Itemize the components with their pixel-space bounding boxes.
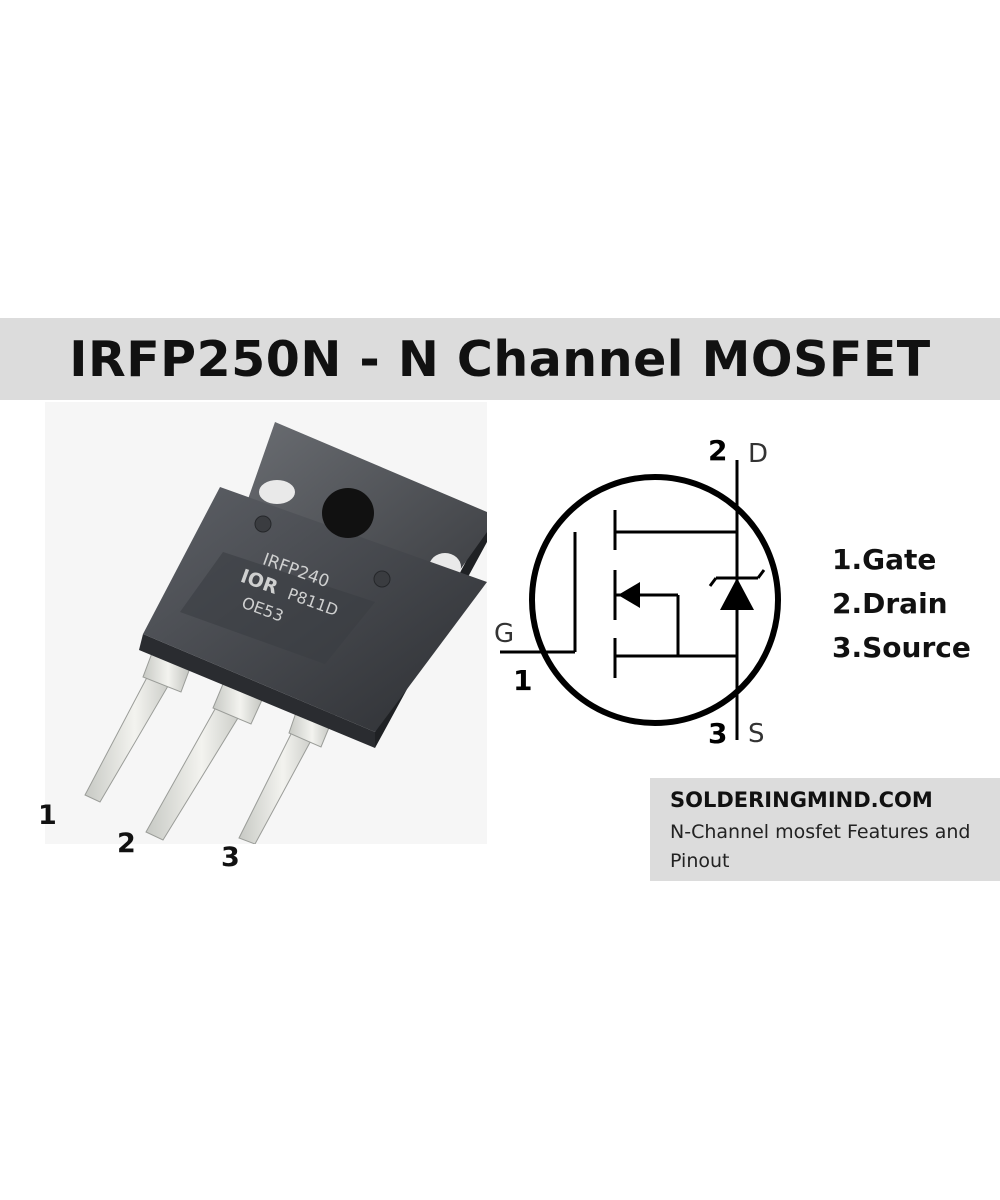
- drain-letter: D: [748, 439, 768, 469]
- page-title: IRFP250N - N Channel MOSFET: [69, 330, 931, 388]
- source-site: SOLDERINGMIND.COM: [670, 788, 933, 812]
- gate-letter: G: [494, 619, 514, 649]
- title-banner: IRFP250N - N Channel MOSFET: [0, 318, 1000, 400]
- channel-arrow: [618, 582, 640, 608]
- source-pin-number: 3: [708, 717, 727, 750]
- drain-pin-number: 2: [708, 434, 727, 467]
- mosfet-symbol: 2 D G 1 3 S: [494, 434, 781, 750]
- source-description: N-Channel mosfet Features and Pinout: [670, 821, 971, 872]
- legend-drain: 2.Drain: [832, 587, 948, 620]
- source-credit-box: SOLDERINGMIND.COM N-Channel mosfet Featu…: [650, 778, 1000, 881]
- body-diode: [720, 578, 754, 610]
- photo-pin-label-3: 3: [221, 842, 240, 873]
- mosfet-photo: IRFP240 IOR P811D OE53: [45, 402, 487, 844]
- photo-pin-label-1: 1: [38, 800, 57, 831]
- source-letter: S: [748, 719, 765, 749]
- photo-pin-label-2: 2: [117, 828, 136, 859]
- gate-pin-number: 1: [513, 664, 532, 697]
- pin-legend: 1.Gate 2.Drain 3.Source: [832, 538, 971, 670]
- legend-gate: 1.Gate: [832, 543, 937, 576]
- legend-source: 3.Source: [832, 631, 971, 664]
- symbol-circle: [529, 474, 781, 726]
